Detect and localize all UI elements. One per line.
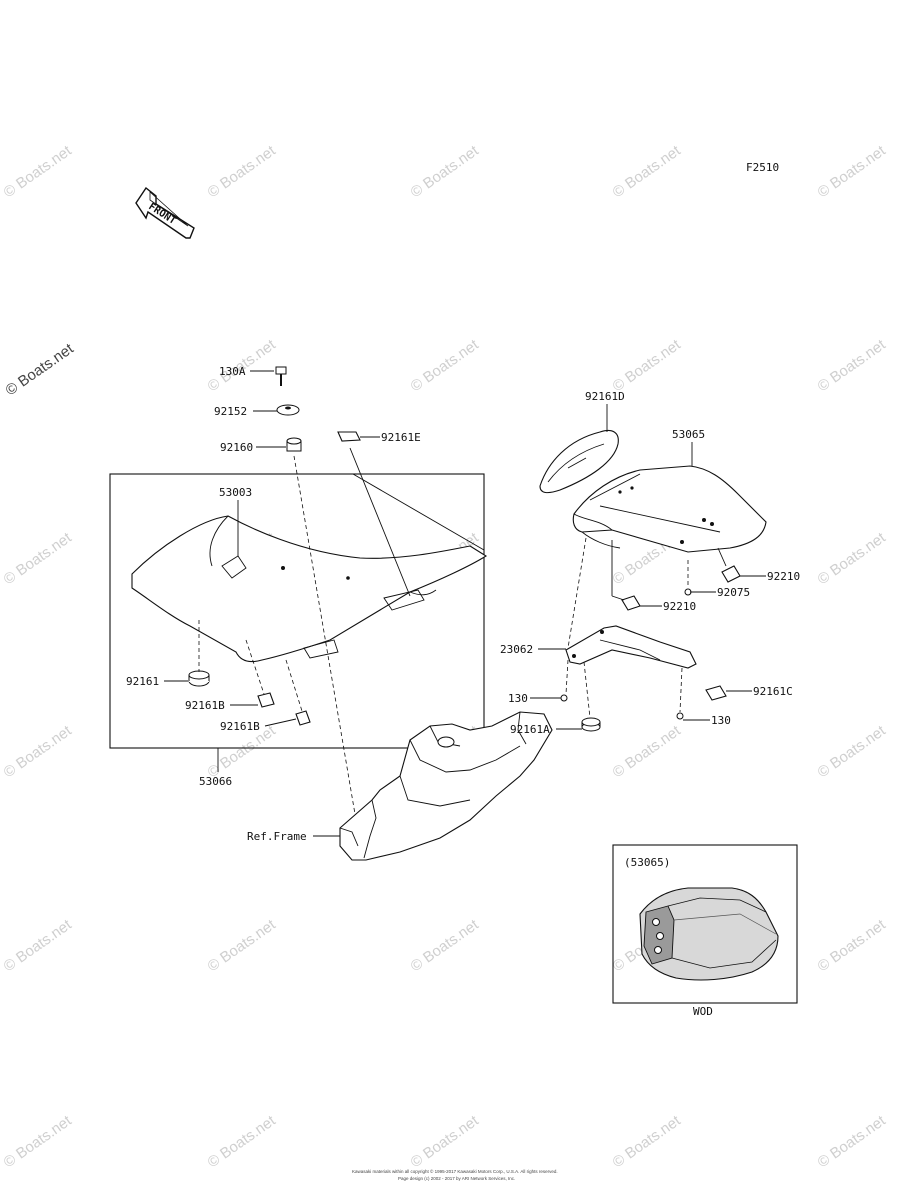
- label-23062: 23062: [500, 643, 533, 656]
- label-92161c: 92161C: [753, 685, 793, 698]
- front-arrow-icon: FRONT: [135, 186, 195, 239]
- damper-92210-right: [721, 565, 741, 583]
- pad-92161c: [705, 685, 727, 701]
- watermark: © Boats.net: [815, 1112, 890, 1171]
- watermark: © Boats.net: [815, 529, 890, 588]
- damper-92161a: [581, 717, 601, 732]
- label-53066: 53066: [199, 775, 232, 788]
- label-92210-left: 92210: [663, 600, 696, 613]
- label-92161b-lower: 92161B: [220, 720, 260, 733]
- footer-copyright: Kawasaki materials within all copyright …: [352, 1168, 558, 1174]
- inset-caption: WOD: [693, 1005, 713, 1018]
- damper-92210-left: [621, 595, 641, 611]
- rider-seat: [131, 515, 488, 663]
- label-ref-frame: Ref.Frame: [247, 830, 307, 843]
- watermark-layer: © Boats.net © Boats.net © Boats.net © Bo…: [1, 142, 890, 1171]
- watermark: © Boats.net: [408, 916, 483, 975]
- bracket-23062: [565, 625, 697, 669]
- seat-cover-53065: [572, 465, 767, 553]
- bolt-130a: [275, 366, 287, 386]
- damper-92161e: [337, 431, 361, 442]
- watermark: © Boats.net: [408, 336, 483, 395]
- label-130a: 130A: [219, 365, 246, 378]
- watermark: © Boats.net: [815, 722, 890, 781]
- watermark: © Boats.net: [610, 722, 685, 781]
- label-92210-right: 92210: [767, 570, 800, 583]
- watermark: © Boats.net: [610, 1112, 685, 1171]
- watermark: © Boats.net: [205, 1112, 280, 1171]
- footer-credit: Page design (c) 2002 - 2017 by ARI Netwo…: [398, 1176, 515, 1181]
- seat-cover-wod: [639, 887, 779, 981]
- damper-92161b-lower: [295, 710, 311, 726]
- figure-code: F2510: [746, 161, 779, 174]
- reference-frame: [339, 711, 553, 861]
- label-92161: 92161: [126, 675, 159, 688]
- watermark: © Boats.net: [815, 142, 890, 201]
- watermark: © Boats.net: [408, 142, 483, 201]
- watermark: © Boats.net: [815, 336, 890, 395]
- label-92161b-upper: 92161B: [185, 699, 225, 712]
- screw-92075: [684, 560, 692, 596]
- pad-92161d: [539, 429, 619, 494]
- label-53065: 53065: [672, 428, 705, 441]
- watermark: © Boats.net: [1, 722, 76, 781]
- watermark: © Boats.net: [1, 142, 76, 201]
- damper-92161: [188, 670, 210, 687]
- watermark: © Boats.net: [3, 340, 78, 399]
- label-92160: 92160: [220, 441, 253, 454]
- watermark: © Boats.net: [408, 1112, 483, 1171]
- label-53003: 53003: [219, 486, 252, 499]
- damper-92161b-upper: [257, 692, 275, 708]
- label-130-right: 130: [711, 714, 731, 727]
- watermark: © Boats.net: [1, 529, 76, 588]
- bolt-130-left: [560, 694, 568, 702]
- label-92161d: 92161D: [585, 390, 625, 403]
- watermark: © Boats.net: [1, 1112, 76, 1171]
- watermark: © Boats.net: [1, 916, 76, 975]
- collar-92152: [276, 404, 300, 416]
- watermark: © Boats.net: [205, 916, 280, 975]
- bolt-130-right: [676, 712, 684, 720]
- label-92161e: 92161E: [381, 431, 421, 444]
- grommet-92160: [286, 437, 302, 452]
- inset-box: [612, 844, 798, 1004]
- label-92152: 92152: [214, 405, 247, 418]
- watermark: © Boats.net: [610, 336, 685, 395]
- watermark: © Boats.net: [205, 142, 280, 201]
- seat-assembly-box: [109, 473, 485, 749]
- label-92161a: 92161A: [510, 723, 550, 736]
- inset-title: (53065): [624, 856, 670, 869]
- watermark: © Boats.net: [610, 142, 685, 201]
- label-92075: 92075: [717, 586, 750, 599]
- leader-lines: [164, 370, 766, 837]
- watermark: © Boats.net: [815, 916, 890, 975]
- label-130-left: 130: [508, 692, 528, 705]
